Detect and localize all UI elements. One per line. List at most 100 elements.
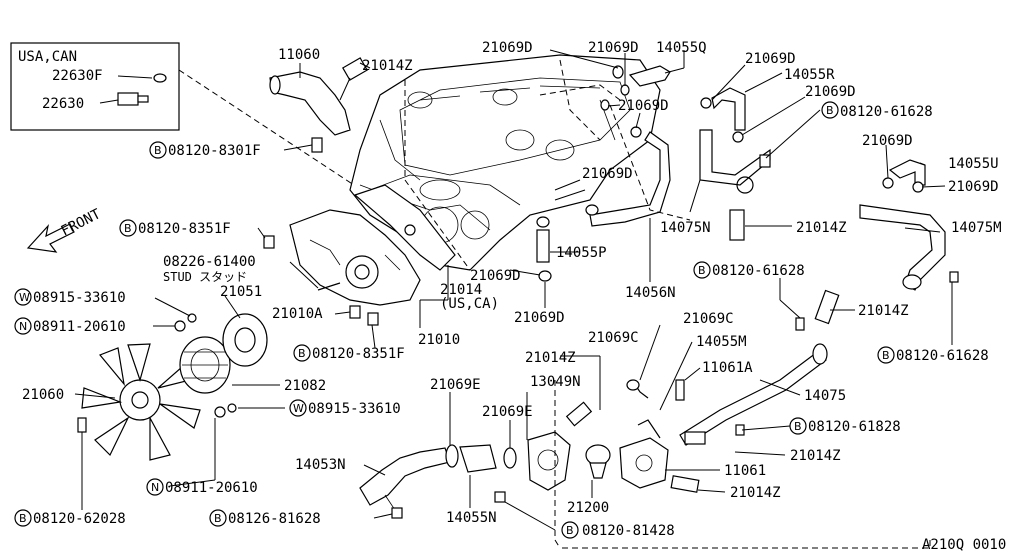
label-08120-61628-b: 08120-61628: [712, 263, 805, 279]
label-21014z-a: 21014Z: [362, 58, 413, 74]
washer-08915-b: [227, 403, 237, 413]
label-11061: 11061: [724, 463, 766, 479]
label-14075m: 14075M: [951, 220, 1002, 236]
label-14055p: 14055P: [556, 245, 607, 261]
label-21069d-low1: 21069D: [514, 310, 565, 326]
label-21069e-b: 21069E: [482, 404, 533, 420]
thermostat-housing-13049n: [527, 401, 593, 491]
marker-b-8: B: [698, 264, 706, 277]
label-21014z-e: 21014Z: [790, 448, 841, 464]
clamp-21069d-6: [536, 216, 550, 228]
marker-b-6: B: [566, 524, 574, 537]
label-21014z-c: 21014Z: [796, 220, 847, 236]
thermostat-21200: [585, 444, 611, 479]
label-08120-8351f-b: 08120-8351F: [312, 346, 405, 362]
sensor-22630: [117, 92, 139, 106]
label-08120-8351f-a: 08120-8351F: [138, 221, 231, 237]
label-21069d-mid2: 21069D: [582, 166, 633, 182]
label-11061a: 11061A: [702, 360, 753, 376]
label-08226-61400: 08226-61400: [163, 254, 256, 270]
clamp-21069d-9: [732, 131, 744, 143]
clamp-21069e-a: [445, 444, 459, 468]
label-08911-20610-a: 08911-20610: [33, 319, 126, 335]
hose-14055p: [536, 229, 550, 263]
label-21069c-a: 21069C: [588, 330, 639, 346]
label-08915-33610-a: 08915-33610: [33, 290, 126, 306]
marker-b-4: B: [19, 512, 27, 525]
label-14055r: 14055R: [784, 67, 835, 83]
label-stud: STUD スタッド: [163, 270, 247, 284]
leader-lines: [74, 49, 953, 531]
label-21069d-mid1: 21069D: [618, 98, 669, 114]
clamp-21069d-5: [585, 204, 599, 216]
label-08126-81628: 08126-81628: [228, 511, 321, 527]
label-21010a: 21010A: [272, 306, 323, 322]
pulley-21051: [222, 313, 268, 367]
label-22630f: 22630F: [52, 68, 103, 84]
hose-14055m: [637, 419, 661, 439]
clamp-21069d-7: [538, 270, 552, 282]
nut-08911: [174, 320, 186, 332]
hose-14055r: [711, 87, 746, 131]
label-usca: (US,CA): [440, 296, 499, 312]
marker-w-1: W: [19, 291, 30, 304]
label-14055n: 14055N: [446, 510, 497, 526]
label-21200: 21200: [567, 500, 609, 516]
bolt-08120-8301f: [311, 137, 323, 153]
label-08120-8301f: 08120-8301F: [168, 143, 261, 159]
label-08120-62028: 08120-62028: [33, 511, 126, 527]
label-14075: 14075: [804, 388, 846, 404]
label-21069d-mid3: 21069D: [470, 268, 521, 284]
label-21051: 21051: [220, 284, 262, 300]
marker-b-9: B: [882, 349, 890, 362]
clamp-21069e-b: [503, 447, 517, 469]
label-21069d-r4: 21069D: [948, 179, 999, 195]
label-21069d-r1: 21069D: [745, 51, 796, 67]
engine-block: [349, 54, 661, 271]
gasket-22630f: [153, 73, 167, 83]
label-21069d-top1: 21069D: [482, 40, 533, 56]
marker-b-2: B: [124, 222, 132, 235]
label-08120-61828: 08120-61828: [808, 419, 901, 435]
housing-11061: [619, 437, 700, 493]
label-14055q: 14055Q: [656, 40, 707, 56]
bolt-08120-62028: [77, 417, 87, 433]
label-08915-33610-b: 08915-33610: [308, 401, 401, 417]
marker-b-10: B: [794, 420, 802, 433]
marker-w-2: W: [293, 402, 304, 415]
label-21069c-b: 21069C: [683, 311, 734, 327]
bolt-11061a: [675, 379, 685, 401]
label-08120-61628-a: 08120-61628: [840, 104, 933, 120]
label-08911-20610-b: 08911-20610: [165, 480, 258, 496]
front-label: FRONT: [59, 206, 104, 240]
stud-08226: [317, 282, 341, 291]
hose-14055q: [628, 65, 671, 87]
label-08120-61628-c: 08120-61628: [896, 348, 989, 364]
label-14075n: 14075N: [660, 220, 711, 236]
clamp-21069d-11: [912, 181, 924, 193]
front-arrow: FRONT: [26, 206, 104, 253]
label-21014: 21014: [440, 282, 482, 298]
marker-b-1: B: [154, 144, 162, 157]
label-21014z-f: 21014Z: [730, 485, 781, 501]
clamp-21069d-2: [620, 84, 630, 96]
hose-14055n: [459, 444, 497, 473]
markers: B B W N B W N B B B B B B B: [14, 101, 895, 539]
clamp-21069d-4: [630, 126, 642, 138]
label-14055m: 14055M: [696, 334, 747, 350]
pipe-14075: [679, 289, 840, 446]
bolt-21010a: [349, 305, 361, 319]
pipe-14075n: [699, 129, 771, 241]
hose-14053n: [359, 447, 451, 511]
label-21069d-top2: 21069D: [588, 40, 639, 56]
marker-n-1: N: [19, 320, 27, 333]
bolt-08120-81428: [494, 491, 506, 503]
label-08120-81428: 08120-81428: [582, 523, 675, 539]
label-11060: 11060: [278, 47, 320, 63]
bolt-08126-81628: [391, 507, 403, 519]
hose-14055u: [888, 159, 926, 186]
inset-title: USA,CAN: [18, 49, 77, 65]
label-21082: 21082: [284, 378, 326, 394]
bolt-08120-8351f-b: [367, 312, 379, 326]
